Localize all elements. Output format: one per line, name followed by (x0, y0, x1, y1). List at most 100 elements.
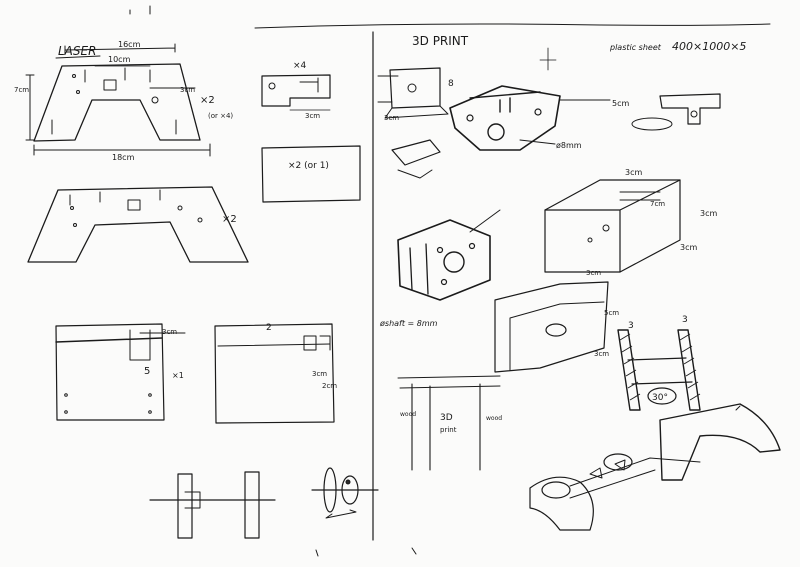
print-sketch-mark (539, 47, 557, 71)
laser-part-2-notches (69, 189, 161, 206)
print-profile-hatch-left (619, 333, 641, 401)
laser-part-2-hole (70, 206, 74, 210)
laser-title-underline (55, 55, 101, 59)
print-bearing-bolt (466, 114, 474, 122)
laser-part-1-hole (151, 96, 159, 104)
print-link-piece-base (397, 169, 433, 179)
print-angle-label: 30° (652, 393, 668, 403)
print-profile-left-bar (617, 329, 641, 411)
print-title: 3D PRINT (412, 34, 469, 48)
print-box-dim-bottom: 3cm (680, 243, 697, 252)
panel-b-dim2: 2cm (322, 382, 337, 390)
print-chassis-notch (735, 405, 741, 411)
print-dim-8: 8 (448, 79, 454, 89)
laser-panel-a-hole (148, 393, 152, 397)
print-side-profile (659, 93, 721, 125)
print-profile-dim-b: 3 (682, 315, 688, 325)
laser-dim-bottom: 18cm (112, 153, 135, 162)
laser-part-1-slot (103, 79, 117, 91)
hub-flange (323, 467, 337, 513)
print-bearing-bolt (534, 108, 542, 116)
bracket-qty: ×4 (293, 61, 307, 71)
print-wood-label: wood (400, 411, 416, 418)
plate-qty: ×2 (or 1) (288, 161, 329, 171)
laser-dim-height-line (25, 74, 35, 141)
print-bearing-block (449, 85, 561, 151)
laser-dim-top: 16cm (118, 40, 141, 49)
top-border-line (254, 23, 771, 29)
part2-qty: ×2 (222, 214, 237, 225)
print-profile-right-bar (677, 329, 701, 411)
laser-panel-a (55, 323, 165, 421)
hub-body (341, 475, 359, 505)
print-dim-5cm: 5cm (612, 99, 629, 108)
laser-dim-top-line (64, 43, 176, 55)
print-link-piece (391, 139, 441, 166)
print-shaft-leader (519, 139, 556, 145)
print-label-print: print (440, 426, 457, 434)
laser-bracket-slot (299, 77, 319, 93)
print-box-dim-top: 3cm (625, 168, 642, 177)
print-assembly-wheel (529, 476, 594, 531)
laser-part-2-hole (197, 217, 203, 223)
axle-wheel-right (244, 471, 260, 539)
print-profile-dim-a: 3 (628, 321, 634, 331)
print-side-profile-base (631, 117, 673, 131)
laser-panel-b (214, 323, 335, 424)
print-side-profile-hole (690, 110, 698, 118)
sheet-size: 400×1000×5 (672, 40, 746, 53)
print-housing-edges (509, 301, 605, 371)
print-bearing-hole (487, 123, 505, 141)
panel-a-num: 5 (144, 366, 150, 377)
print-wood-label-b: wood (486, 415, 502, 422)
laser-dim-bottom-line (33, 143, 211, 157)
laser-qty-alt: (or ×4) (208, 112, 233, 120)
print-box-hole (587, 237, 593, 243)
print-motor-mount-hole (443, 251, 465, 273)
print-bracket-small-hole (407, 83, 417, 93)
panel-b-num: 2 (266, 323, 272, 333)
laser-panel-a-notch (129, 329, 151, 361)
print-assembly-joint (603, 453, 633, 471)
laser-panel-a-hole (64, 393, 68, 397)
laser-panel-b-notch (319, 335, 331, 351)
laser-panel-a-hole (148, 410, 152, 414)
print-box-edges (544, 179, 681, 273)
print-box-dim-left: 5cm (604, 309, 619, 317)
print-profile-hatch-right (679, 333, 701, 401)
laser-qty-main: ×2 (200, 95, 215, 106)
print-box-dim-front: 3cm (586, 269, 601, 277)
print-motor-mount-bolt (440, 278, 448, 286)
laser-part-2-slot (127, 199, 141, 211)
print-motor-mount-sides (409, 243, 429, 295)
print-layer-dividers (411, 383, 481, 471)
print-chassis-profile (659, 403, 781, 481)
print-assembly-hub (541, 481, 571, 499)
panel-a-dim: 3cm (162, 328, 177, 336)
print-bracket-small-base (384, 105, 449, 119)
hub-arrow (325, 509, 357, 519)
laser-panel-a-edge (55, 337, 163, 343)
print-motor-mount-bolt (468, 242, 476, 250)
print-assembly-markers (589, 459, 626, 479)
print-profile-crossbars (627, 357, 693, 385)
print-motor-leader (469, 209, 501, 233)
laser-part-2-hole (73, 223, 77, 227)
laser-title: LASER (58, 44, 96, 58)
laser-dim-inner: 10cm (108, 55, 131, 64)
print-label-3d: 3D (440, 413, 453, 423)
laser-part-1-hole (72, 74, 76, 78)
laser-dim-height: 7cm (14, 86, 29, 94)
laser-part-2 (27, 186, 249, 263)
print-box-dim-mid: 3cm (594, 350, 609, 358)
print-bracket-small (389, 67, 441, 109)
print-motor-mount-bolt (436, 246, 444, 254)
sketch-mark-top (129, 5, 151, 15)
print-bearing-block-top (469, 91, 541, 113)
axle-wheel-left (177, 473, 193, 539)
print-layer-lines (397, 375, 501, 389)
laser-part-1 (33, 63, 201, 142)
hub-screw (345, 479, 351, 485)
